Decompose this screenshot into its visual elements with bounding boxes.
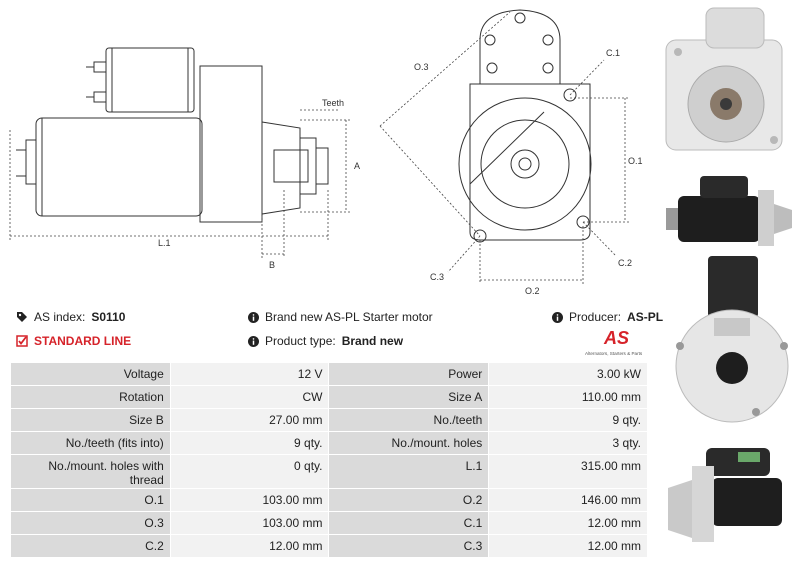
as-index-value: S0110 (91, 310, 126, 324)
spec-key: O.3 (10, 511, 171, 535)
producer-value: AS-PL (627, 310, 664, 324)
spec-key: Rotation (10, 385, 171, 409)
table-row: Voltage 12 V Power 3.00 kW (10, 362, 648, 386)
label-c1: C.1 (606, 48, 620, 58)
spec-key: No./teeth (328, 408, 490, 432)
product-photo-front (665, 7, 783, 151)
spec-key: No./teeth (fits into) (10, 431, 171, 455)
dimension-lines-front (379, 11, 630, 284)
label-l1: L.1 (158, 238, 171, 248)
logo-tagline: Alternators, Starters & Parts (585, 351, 643, 356)
spec-key: Power (328, 362, 490, 386)
spec-key: Voltage (10, 362, 171, 386)
as-index-label: AS index: (34, 310, 86, 324)
tag-icon (17, 312, 27, 322)
producer: Producer: AS-PL (552, 310, 663, 324)
as-pl-logo: AS Alternators, Starters & Parts (585, 328, 643, 356)
spec-key: C.1 (328, 511, 490, 535)
table-row: No./mount. holes with thread 0 qty. L.1 … (10, 454, 648, 489)
label-c3: C.3 (430, 272, 444, 282)
spec-value: 110.00 mm (488, 385, 648, 409)
specifications-table: Voltage 12 V Power 3.00 kW Rotation CW S… (10, 362, 648, 558)
check-square-icon (16, 335, 28, 347)
side-view-drawing (16, 47, 329, 223)
info-icon (552, 311, 563, 323)
product-photo-side (666, 176, 792, 246)
product-photo-rear (668, 448, 782, 542)
standard-line-label: STANDARD LINE (34, 334, 132, 348)
description-text: Brand new AS-PL Starter motor (265, 310, 433, 324)
spec-value: 12 V (169, 362, 330, 386)
product-photo-angle (675, 256, 789, 423)
table-row: Rotation CW Size A 110.00 mm (10, 385, 648, 409)
spec-value: CW (169, 385, 330, 409)
spec-key: No./mount. holes with thread (10, 454, 171, 489)
table-row: O.3 103.00 mm C.1 12.00 mm (10, 511, 648, 535)
label-c2: C.2 (618, 258, 632, 268)
spec-value: 12.00 mm (169, 534, 330, 558)
spec-key: No./mount. holes (328, 431, 490, 455)
table-row: O.1 103.00 mm O.2 146.00 mm (10, 488, 648, 512)
spec-value: 12.00 mm (488, 534, 648, 558)
label-a: A (354, 161, 360, 171)
product-info: AS index: S0110 STANDARD LINE Brand new … (14, 306, 663, 356)
label-o3: O.3 (414, 62, 429, 72)
spec-value: 3.00 kW (488, 362, 648, 386)
product-type-value: Brand new (341, 334, 404, 348)
spec-value: 3 qty. (488, 431, 648, 455)
spec-value: 12.00 mm (488, 511, 648, 535)
label-o2: O.2 (525, 286, 540, 296)
product-photos (665, 7, 792, 542)
spec-key: O.2 (328, 488, 490, 512)
table-row: Size B 27.00 mm No./teeth 9 qty. (10, 408, 648, 432)
table-row: No./teeth (fits into) 9 qty. No./mount. … (10, 431, 648, 455)
spec-key: C.3 (328, 534, 490, 558)
logo-text: AS (603, 328, 629, 348)
dimension-lines-side (9, 109, 350, 258)
label-teeth: Teeth (322, 98, 344, 108)
label-b: B (269, 260, 275, 270)
standard-line: STANDARD LINE (16, 334, 131, 348)
info-icon (248, 335, 259, 347)
product-type-label: Product type: (265, 334, 336, 348)
spec-value: 103.00 mm (169, 511, 330, 535)
spec-key: Size B (10, 408, 171, 432)
spec-value: 0 qty. (169, 454, 330, 489)
technical-drawing: Teeth A B L.1 O.3 O.1 O.2 C.1 C.2 C.3 (9, 9, 643, 296)
spec-key: Size A (328, 385, 490, 409)
spec-value: 9 qty. (488, 408, 648, 432)
spec-value: 27.00 mm (169, 408, 330, 432)
spec-key: L.1 (328, 454, 490, 489)
product-type: Product type: Brand new (248, 334, 403, 348)
spec-value: 103.00 mm (169, 488, 330, 512)
front-view-drawing (458, 9, 592, 243)
spec-value: 9 qty. (169, 431, 330, 455)
label-o1: O.1 (628, 156, 643, 166)
spec-key: O.1 (10, 488, 171, 512)
description: Brand new AS-PL Starter motor (248, 310, 433, 324)
as-index: AS index: S0110 (16, 310, 125, 324)
spec-value: 146.00 mm (488, 488, 648, 512)
producer-label: Producer: (569, 310, 622, 324)
spec-value: 315.00 mm (488, 454, 648, 489)
spec-key: C.2 (10, 534, 171, 558)
table-row: C.2 12.00 mm C.3 12.00 mm (10, 534, 648, 558)
info-icon (248, 311, 259, 323)
